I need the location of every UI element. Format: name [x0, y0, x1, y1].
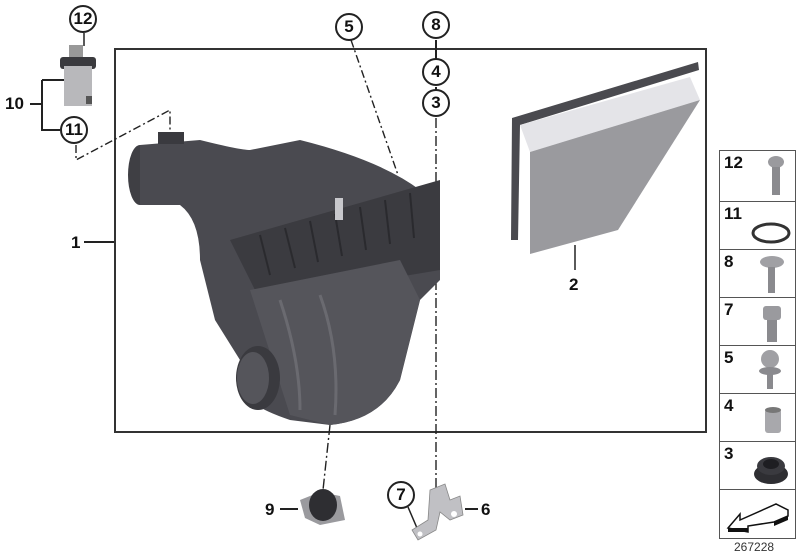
direction-arrow-icon: [726, 503, 789, 533]
leader-10: [30, 79, 65, 131]
callout-4[interactable]: 4: [422, 58, 450, 86]
label-1[interactable]: 1: [71, 233, 81, 252]
hex-bolt-icon: [763, 306, 781, 342]
legend-item-4[interactable]: 4: [719, 393, 796, 442]
label-10[interactable]: 10: [5, 94, 24, 113]
air-filter-element-drawing: [511, 62, 700, 254]
diagram-id: 267228: [734, 540, 775, 554]
oval-screw-icon: [760, 256, 784, 293]
legend-item-3[interactable]: 3: [719, 441, 796, 490]
label-6[interactable]: 6: [481, 500, 491, 519]
legend-item-direction[interactable]: [719, 489, 796, 539]
rubber-mount-drawing: [300, 489, 345, 525]
fillister-screw-icon: [768, 156, 784, 195]
bracket-drawing: [411, 483, 464, 541]
callout-11[interactable]: 11: [60, 116, 88, 144]
grommet-icon: [754, 457, 788, 484]
callout-3[interactable]: 3: [422, 89, 450, 117]
callout-8[interactable]: 8: [422, 11, 450, 39]
callout-7[interactable]: 7: [387, 481, 415, 509]
legend-item-12[interactable]: 12: [719, 150, 796, 202]
ball-stud-icon: [759, 350, 781, 389]
legend-item-11[interactable]: 11: [719, 201, 796, 250]
legend-item-7[interactable]: 7: [719, 297, 796, 346]
o-ring-icon: [751, 222, 791, 244]
label-2[interactable]: 2: [569, 275, 579, 294]
assembly-frame: [114, 48, 707, 433]
maf-sensor-drawing: [60, 45, 96, 106]
label-9[interactable]: 9: [265, 500, 275, 519]
callout-12[interactable]: 12: [69, 5, 97, 33]
air-filter-housing-drawing: [128, 132, 440, 425]
legend-item-8[interactable]: 8: [719, 249, 796, 298]
callout-5[interactable]: 5: [335, 13, 363, 41]
legend-item-5[interactable]: 5: [719, 345, 796, 394]
bushing-icon: [765, 407, 781, 433]
